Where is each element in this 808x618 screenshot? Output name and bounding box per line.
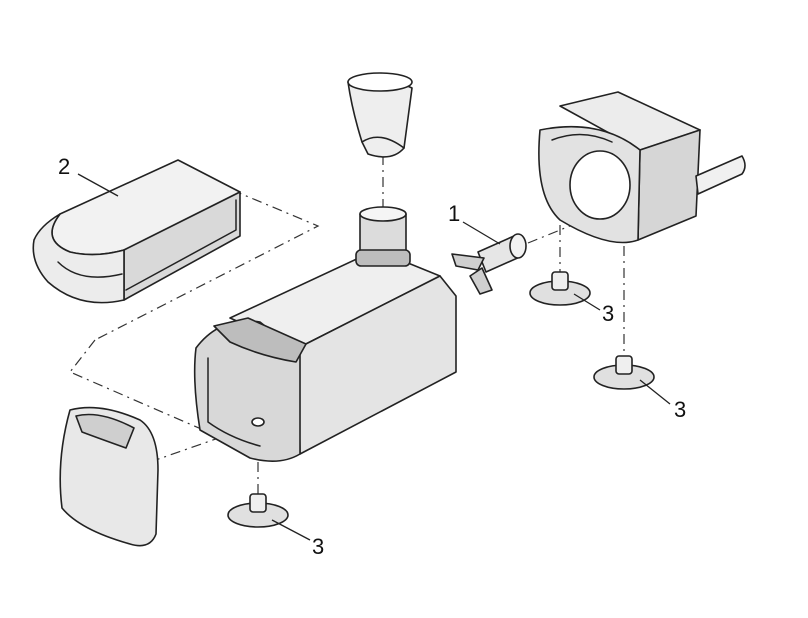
callout-suction-cup-right-lower: 3 (674, 397, 687, 422)
pump-body (193, 249, 457, 462)
callout-suction-cup-front: 3 (312, 534, 325, 559)
outlet-spout (347, 72, 413, 158)
impeller (451, 233, 527, 295)
front-cover (59, 406, 159, 547)
suction-cup-right-upper (529, 271, 591, 306)
leader-lines (77, 173, 671, 541)
assembly-guide-lines (69, 155, 625, 495)
outlet-nozzle (355, 206, 411, 267)
motor-housing (538, 91, 746, 244)
suction-cup-front (227, 493, 289, 528)
callout-impeller: 1 (448, 201, 461, 226)
filter-sponge (32, 159, 241, 304)
suction-cup-right-lower (593, 355, 655, 390)
callout-filter-sponge: 2 (58, 154, 71, 179)
callout-suction-cup-right-upper: 3 (602, 301, 615, 326)
